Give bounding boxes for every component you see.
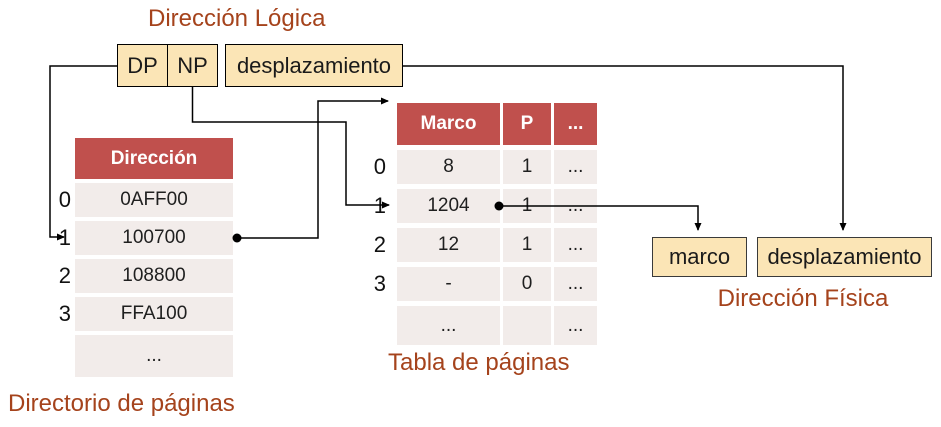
table-cell: 0AFF00 [75, 183, 233, 217]
row-index [47, 335, 71, 377]
dp-field: DP [118, 45, 168, 86]
table-cell: 1204 [397, 189, 500, 223]
table-cell: 1 [503, 150, 551, 184]
table-cell: 12 [397, 228, 500, 262]
physical-offset-field: desplazamiento [757, 237, 932, 277]
row-index: 3 [58, 301, 71, 326]
table-cell: 1 [503, 228, 551, 262]
gutter-spacer [360, 103, 386, 145]
table-cell: ... [554, 228, 597, 262]
page-table: 0 1 2 3 Marco P ... 8 1 ... 1204 1 ... 1… [360, 103, 597, 345]
row-index: 0 [58, 187, 71, 212]
table-cell: 108800 [75, 259, 233, 293]
physical-frame-field: marco [652, 237, 747, 277]
column-header: ... [554, 103, 597, 145]
column-header: Marco [397, 103, 500, 145]
column-header: P [503, 103, 551, 145]
gutter-spacer [47, 138, 71, 179]
row-index: 0 [373, 154, 386, 179]
table-cell: ... [554, 267, 597, 301]
table-cell: 1 [503, 189, 551, 223]
directory-entry-dot [232, 233, 242, 243]
page-table-row-indices: 0 1 2 3 [360, 103, 386, 345]
table-cell [503, 306, 551, 345]
np-field: NP [177, 52, 208, 78]
row-index: 1 [373, 193, 386, 218]
page-table-caption: Tabla de páginas [388, 349, 570, 376]
table-cell: - [397, 267, 500, 301]
table-cell: ... [397, 306, 500, 345]
logical-address-dp-np-box: DP NP [117, 44, 218, 87]
table-cell: ... [75, 335, 233, 377]
page-table-grid: Marco P ... 8 1 ... 1204 1 ... 12 1 ... … [397, 103, 597, 345]
row-index: 2 [373, 232, 386, 257]
table-cell: 8 [397, 150, 500, 184]
column-header: Dirección [75, 138, 233, 179]
table-cell: ... [554, 150, 597, 184]
table-cell: ... [554, 306, 597, 345]
table-cell: ... [554, 189, 597, 223]
page-directory-table: 0 1 2 3 Dirección 0AFF00 100700 108800 F… [47, 138, 233, 377]
physical-address-title: Dirección Física [717, 285, 889, 312]
row-index: 2 [58, 263, 71, 288]
page-directory-caption: Directorio de páginas [8, 390, 235, 417]
row-index [360, 306, 386, 345]
row-index: 1 [58, 225, 71, 250]
table-cell: 100700 [75, 221, 233, 255]
page-directory-row-indices: 0 1 2 3 [47, 138, 71, 377]
page-directory-grid: Dirección 0AFF00 100700 108800 FFA100 ..… [75, 138, 233, 377]
logical-address-title: Dirección Lógica [148, 5, 326, 32]
table-cell: 0 [503, 267, 551, 301]
row-index: 3 [373, 271, 386, 296]
table-cell: FFA100 [75, 297, 233, 331]
logical-offset-field: desplazamiento [225, 44, 403, 87]
